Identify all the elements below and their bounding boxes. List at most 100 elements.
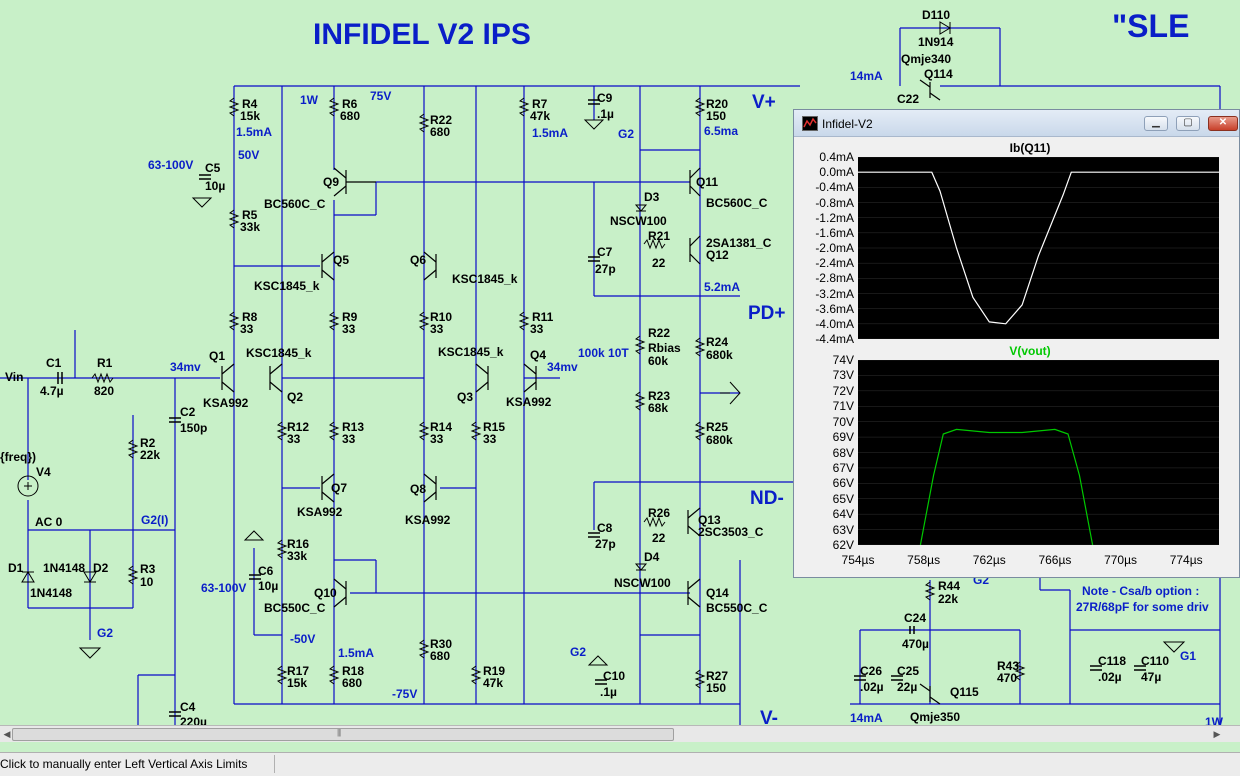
component-label[interactable]: 680k [706, 348, 733, 362]
component-label[interactable]: KSA992 [203, 396, 249, 410]
component-label[interactable]: Q115 [950, 685, 979, 699]
component-label[interactable]: NSCW100 [614, 576, 671, 590]
component-label[interactable]: Q13 [698, 513, 721, 527]
component-label[interactable]: 470µ [902, 637, 929, 651]
component-label[interactable]: R14 [430, 420, 453, 434]
component-label[interactable]: C25 [897, 664, 920, 678]
component-label[interactable]: KSA992 [297, 505, 343, 519]
component-label[interactable]: KSA992 [405, 513, 451, 527]
component-label[interactable]: 1N4148 [43, 561, 86, 575]
component-label[interactable]: Q14 [706, 586, 729, 600]
component-label[interactable]: R18 [342, 664, 365, 678]
component-label[interactable]: Q9 [323, 175, 340, 189]
component-label[interactable]: Qmje340 [901, 52, 952, 66]
component-label[interactable]: 15k [240, 109, 261, 123]
component-label[interactable]: D110 [922, 8, 951, 22]
component-label[interactable]: R21 [648, 229, 671, 243]
component-label[interactable]: 2SA1381_C [706, 236, 772, 250]
component-label[interactable]: Q1 [209, 349, 226, 363]
horizontal-scrollbar[interactable]: ◀ ||| ▶ [0, 725, 1240, 742]
component-label[interactable]: 10µ [258, 579, 279, 593]
component-label[interactable]: Q12 [706, 248, 729, 262]
component-label[interactable]: C7 [597, 245, 613, 259]
component-label[interactable]: Q6 [410, 253, 427, 267]
component-label[interactable]: 22 [652, 256, 666, 270]
component-label[interactable]: 68k [648, 401, 669, 415]
component-label[interactable]: R24 [706, 335, 729, 349]
rail-pdplus[interactable]: PD+ [748, 303, 786, 324]
component-label[interactable]: C10 [603, 669, 626, 683]
component-label[interactable]: BC550C_C [706, 601, 768, 615]
rail-vminus[interactable]: V- [760, 708, 778, 725]
component-label[interactable]: 27p [595, 537, 616, 551]
component-label[interactable]: KSC1845_k [246, 346, 312, 360]
component-label[interactable]: Q3 [457, 390, 474, 404]
component-label[interactable]: R22 [430, 113, 453, 127]
component-label[interactable]: C22 [897, 92, 920, 106]
component-label[interactable]: .1µ [600, 685, 617, 699]
component-label[interactable]: R26 [648, 506, 671, 520]
component-label[interactable]: 470 [997, 671, 1018, 685]
component-label[interactable]: D3 [644, 190, 660, 204]
component-label[interactable]: 15k [287, 676, 308, 690]
component-label[interactable]: 27p [595, 262, 616, 276]
component-label[interactable]: 1N914 [918, 35, 954, 49]
component-label[interactable]: R4 [242, 97, 258, 111]
component-label[interactable]: R25 [706, 420, 729, 434]
component-label[interactable]: C1 [46, 356, 62, 370]
component-label[interactable]: 10 [140, 575, 154, 589]
component-label[interactable]: 60k [648, 354, 669, 368]
component-label[interactable]: 22µ [897, 680, 918, 694]
component-label[interactable]: C9 [597, 91, 613, 105]
component-label[interactable]: R17 [287, 664, 310, 678]
component-label[interactable]: R23 [648, 389, 671, 403]
component-label[interactable]: R20 [706, 97, 729, 111]
component-label[interactable]: BC560C_C [264, 197, 326, 211]
component-label[interactable]: 680 [340, 109, 361, 123]
component-label[interactable]: BC560C_C [706, 196, 768, 210]
component-label[interactable]: R30 [430, 637, 453, 651]
rail-ndminus[interactable]: ND- [750, 488, 784, 509]
component-label[interactable]: D4 [644, 550, 660, 564]
component-label[interactable]: 150p [180, 421, 208, 435]
plot2-area[interactable] [858, 359, 1219, 546]
component-label[interactable]: Q8 [410, 482, 427, 496]
component-label[interactable]: 22k [140, 448, 161, 462]
plot2-title[interactable]: V(vout) [1009, 344, 1051, 358]
component-label[interactable]: AC 0 [35, 515, 63, 529]
component-label[interactable]: C110 [1141, 654, 1170, 668]
component-label[interactable]: C6 [258, 564, 274, 578]
component-label[interactable]: Vin [5, 370, 24, 384]
component-label[interactable]: C5 [205, 161, 221, 175]
component-label[interactable]: 680 [430, 125, 451, 139]
component-label[interactable]: 680 [430, 649, 451, 663]
component-label[interactable]: R19 [483, 664, 506, 678]
component-label[interactable]: Q11 [696, 175, 719, 189]
component-label[interactable]: Q114 [924, 67, 953, 81]
component-label[interactable]: Rbias [648, 341, 681, 355]
component-label[interactable]: C2 [180, 405, 196, 419]
component-label[interactable]: C26 [860, 664, 883, 678]
component-label[interactable]: KSC1845_k [254, 279, 320, 293]
component-label[interactable]: R22 [648, 326, 671, 340]
component-label[interactable]: R16 [287, 537, 310, 551]
component-label[interactable]: 220µ [180, 715, 207, 725]
close-button[interactable]: ✕ [1208, 116, 1238, 131]
component-label[interactable]: 1N4148 [30, 586, 73, 600]
component-label[interactable]: 33 [483, 432, 497, 446]
component-label[interactable]: 33 [530, 322, 544, 336]
component-label[interactable]: R13 [342, 420, 365, 434]
component-label[interactable]: 47k [483, 676, 504, 690]
component-label[interactable]: 820 [94, 384, 115, 398]
component-label[interactable]: V4 [36, 465, 51, 479]
component-label[interactable]: 47k [530, 109, 551, 123]
component-label[interactable]: BC550C_C [264, 601, 326, 615]
component-label[interactable]: 33 [430, 432, 444, 446]
component-label[interactable]: R15 [483, 420, 506, 434]
component-label[interactable]: R10 [430, 310, 453, 324]
rail-vplus[interactable]: V+ [752, 92, 776, 113]
component-label[interactable]: R9 [342, 310, 358, 324]
component-label[interactable]: 22 [652, 531, 666, 545]
component-label[interactable]: {freq}) [0, 450, 37, 464]
